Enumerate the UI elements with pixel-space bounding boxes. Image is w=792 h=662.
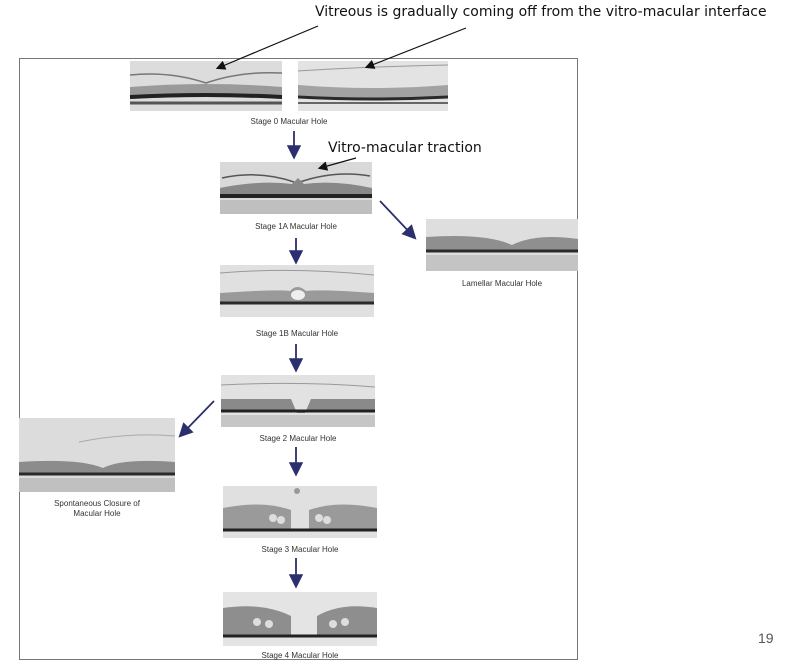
oct-scan-stage0-b [298, 61, 448, 111]
oct-scan-stage3 [223, 486, 377, 538]
caption-stage0: Stage 0 Macular Hole [250, 117, 328, 126]
oct-scan-lamellar [426, 219, 578, 271]
macular-hole-figure [19, 58, 578, 660]
oct-scan-stage1b [220, 265, 374, 317]
caption-stage2: Stage 2 Macular Hole [259, 434, 337, 443]
caption-stage3: Stage 3 Macular Hole [261, 545, 339, 554]
oct-scan-stage2 [221, 375, 375, 427]
vitreous-detachment-annotation: Vitreous is gradually coming off from th… [315, 4, 767, 20]
caption-stage1a: Stage 1A Macular Hole [255, 222, 337, 231]
caption-stage1b: Stage 1B Macular Hole [255, 329, 339, 338]
oct-scan-stage4 [223, 592, 377, 646]
caption-stage4: Stage 4 Macular Hole [261, 651, 339, 660]
oct-scan-spontaneous-closure [19, 418, 175, 492]
vitreomacular-traction-annotation: Vitro-macular traction [328, 140, 482, 156]
caption-lamellar: Lamellar Macular Hole [461, 279, 543, 288]
caption-spontaneous-line2: Macular Hole [73, 509, 121, 518]
oct-scan-stage1a [220, 162, 372, 214]
oct-scan-stage0-a [130, 61, 282, 111]
slide-number: 19 [758, 630, 774, 646]
caption-spontaneous-line1: Spontaneous Closure of [54, 499, 140, 508]
